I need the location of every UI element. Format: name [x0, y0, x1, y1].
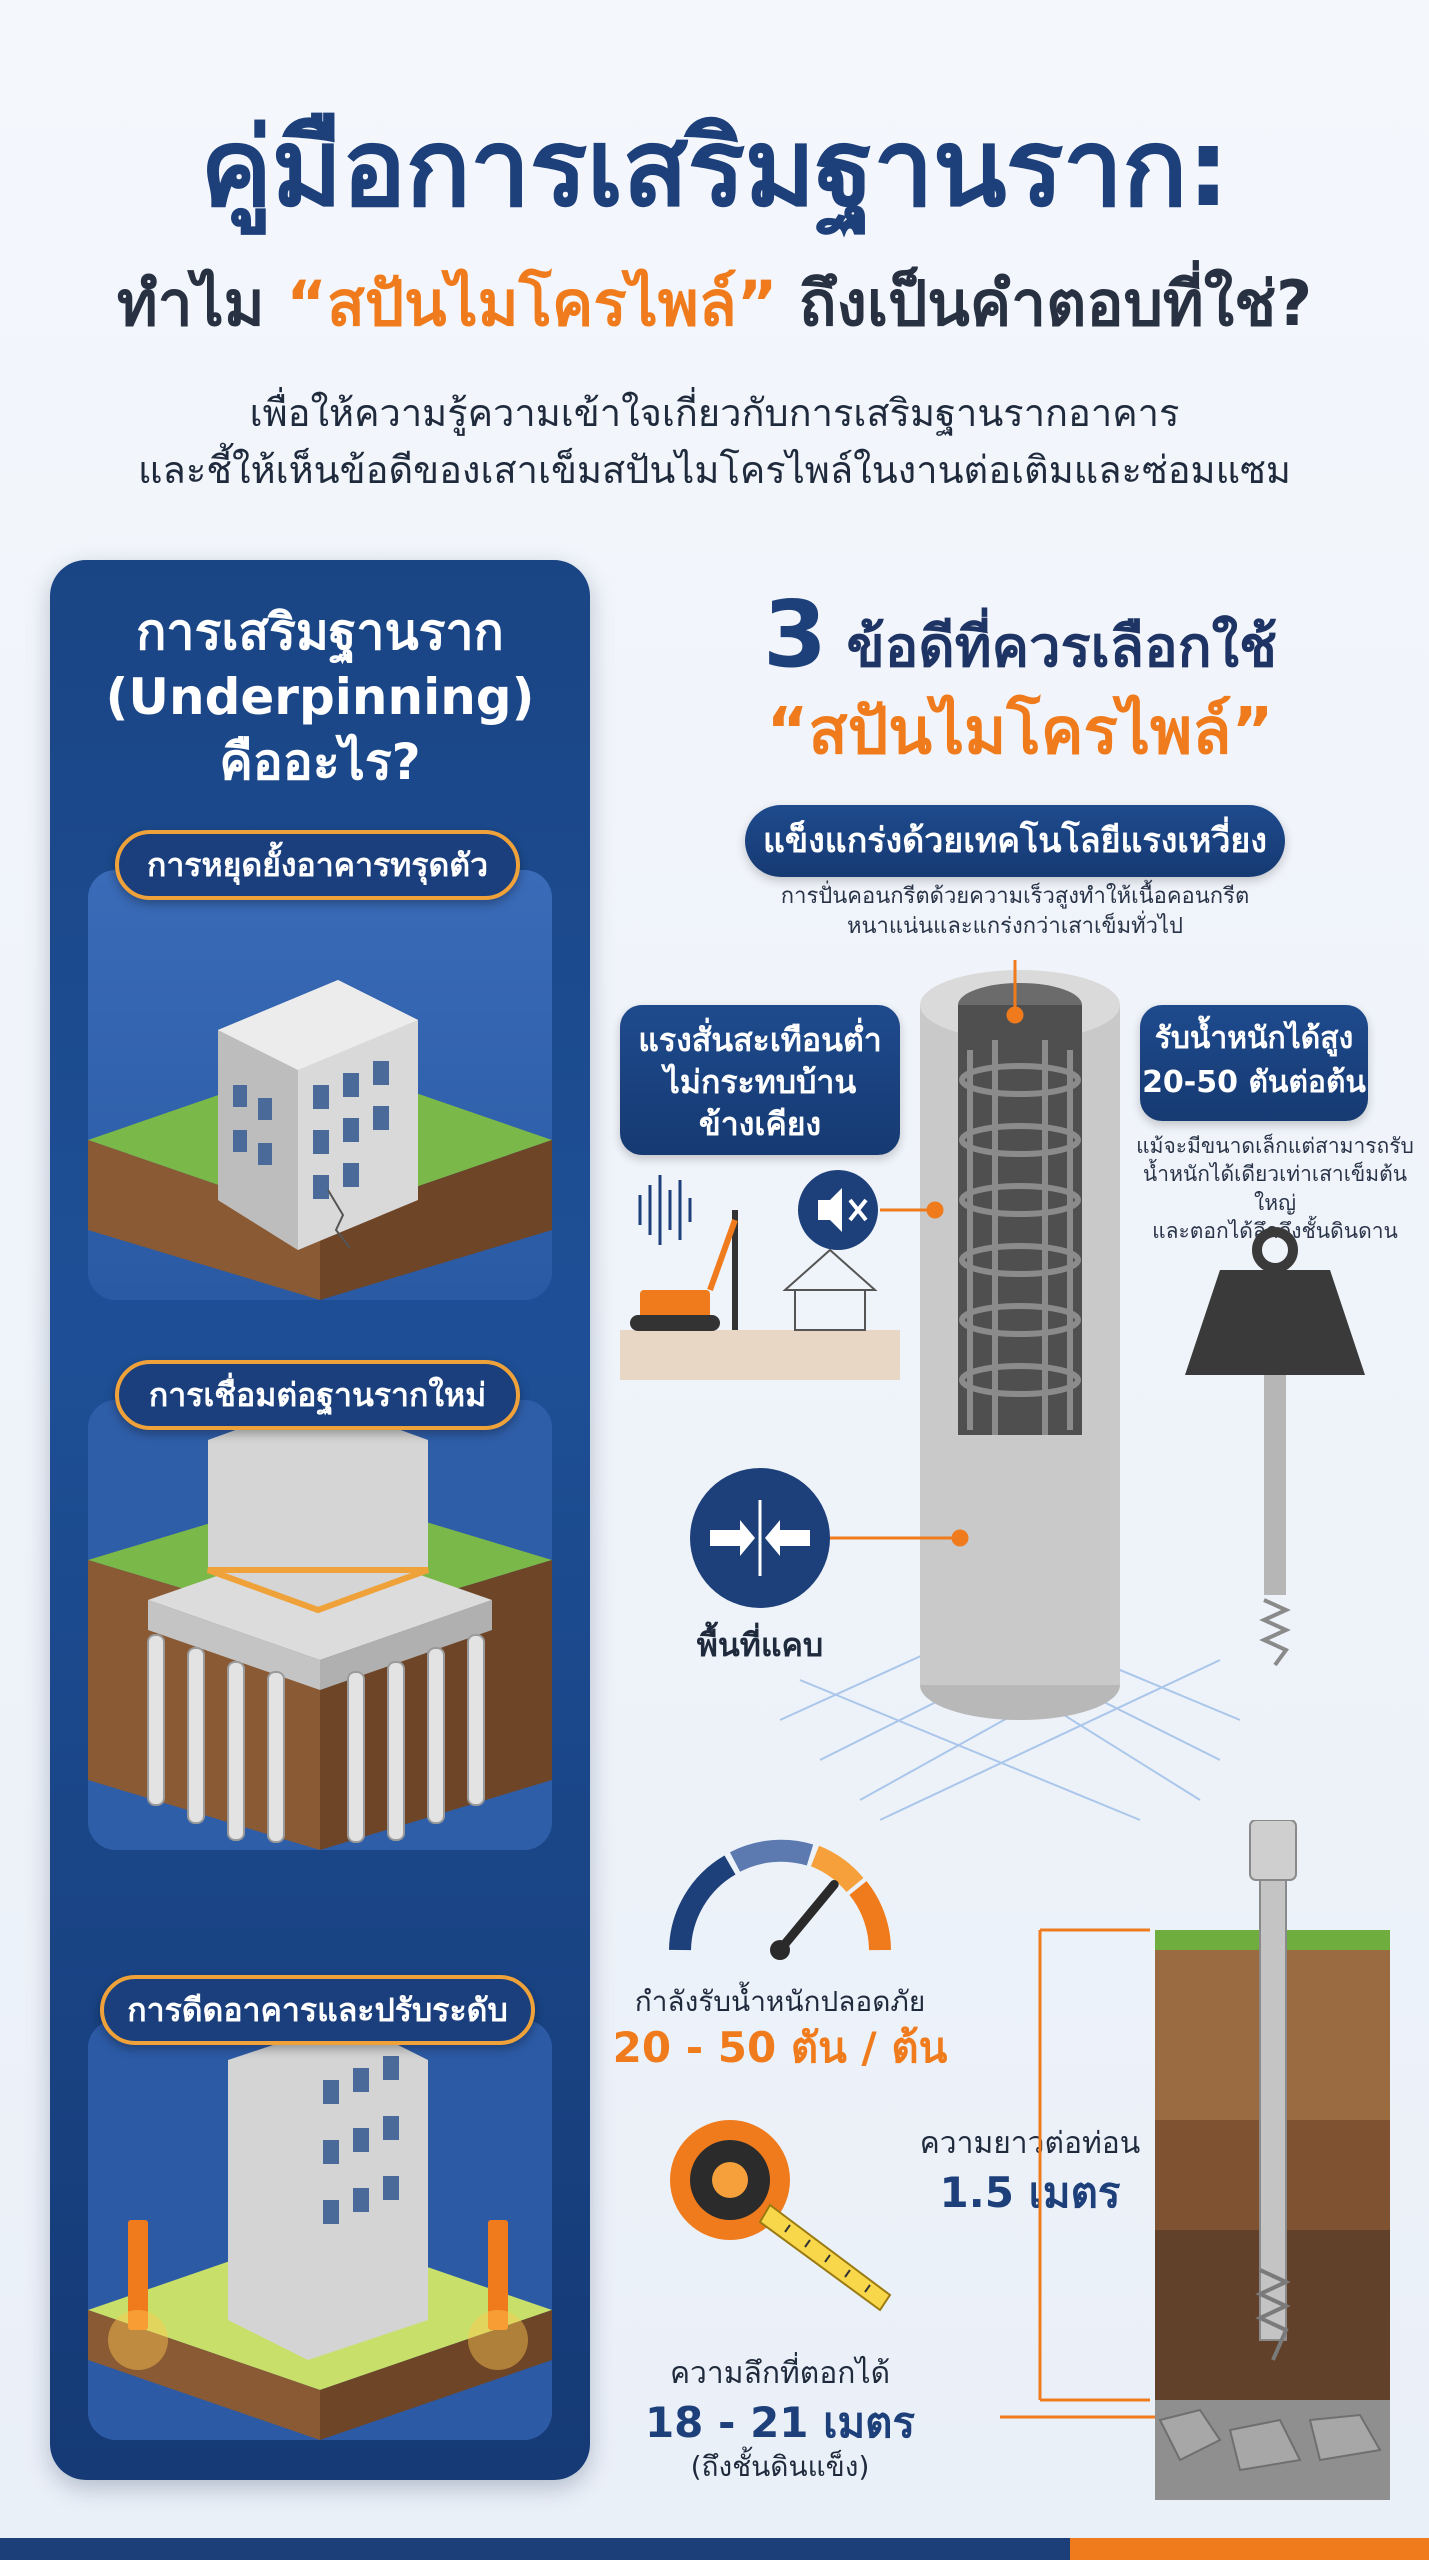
depth-label: ความลึกที่ตอกได้: [669, 2356, 891, 2391]
scene-new-foundation: [88, 1400, 552, 1850]
scene-jacking: [88, 2020, 552, 2440]
weight-icon: [1185, 1227, 1365, 1667]
feature-high-capacity: รับน้ำหนักได้สูง 20-50 ตันต่อต้น: [1140, 1005, 1368, 1121]
soil-profile-illustration: [1000, 1820, 1390, 2500]
feature-narrow-label: พื้นที่แคบ: [696, 1626, 824, 1664]
building-jacking-illustration: [88, 2020, 552, 2440]
page-title: คู่มือการเสริมฐานราก:: [200, 106, 1230, 231]
intro-text: เพื่อให้ความรู้ความเข้าใจเกี่ยวกับการเสร…: [0, 385, 1429, 499]
foundation-piles-illustration: [88, 1400, 552, 1850]
capacity-label: กำลังรับน้ำหนักปลอดภัย: [634, 1985, 926, 2018]
feature-low-vibration-line-1: แรงสั่นสะเทือนต่ำ: [638, 1021, 882, 1059]
capacity-value: 20 - 50 ตัน / ต้น: [612, 2023, 948, 2072]
advantages-highlight: “สปันไมโครไพล์”: [766, 695, 1274, 769]
depth-value: 18 - 21 เมตร: [644, 2398, 916, 2447]
feature-centrifugal-note-line-2: หนาแน่นและแกร่งกว่าเสาเข็มทั่วไป: [847, 913, 1183, 939]
underpinning-title: การเสริมฐานราก (Underpinning) คืออะไร?: [50, 600, 590, 795]
gauge-needle: [775, 1880, 839, 1955]
excavator-icon: [620, 1210, 900, 1380]
advantages-heading: 3 ข้อดีที่ควรเลือกใช้: [700, 580, 1340, 690]
feature-high-capacity-note-line-2: น้ำหนักได้เดียวเท่าเสาเข็มต้นใหญ่: [1142, 1162, 1408, 1215]
underpinning-item-1: การหยุดยั้งอาคารทรุดตัว: [115, 830, 520, 900]
micropile-feature-illustration: [620, 960, 1365, 1821]
subtitle-prefix: ทำไม: [116, 267, 265, 340]
feature-high-capacity-note: แม้จะมีขนาดเล็กแต่สามารถรับ น้ำหนักได้เด…: [1130, 1132, 1420, 1245]
scene-settlement: [88, 870, 552, 1300]
feature-centrifugal: แข็งแกร่งด้วยเทคโนโลยีแรงเหวี่ยง: [745, 805, 1285, 877]
feature-low-vibration: แรงสั่นสะเทือนต่ำ ไม่กระทบบ้าน ข้างเคียง: [620, 1005, 900, 1155]
feature-centrifugal-note-line-1: การปั่นคอนกรีตด้วยความเร็วสูงทำให้เนื้อค…: [780, 884, 1250, 909]
length-label: ความยาวต่อท่อน: [919, 2126, 1141, 2161]
feature-high-capacity-line-1: รับน้ำหนักได้สูง: [1154, 1021, 1354, 1056]
footer-accent: [1070, 2538, 1429, 2560]
vibration-wave-icon: [638, 1175, 692, 1245]
feature-high-capacity-note-line-1: แม้จะมีขนาดเล็กแต่สามารถรับ: [1136, 1134, 1414, 1158]
advantages-text: ข้อดีที่ควรเลือกใช้: [846, 615, 1278, 680]
subtitle-highlight: “สปันไมโครไพล์”: [286, 267, 778, 340]
settling-building-illustration: [88, 870, 552, 1300]
tape-measure-icon: [670, 2120, 892, 2312]
underpinning-item-2: การเชื่อมต่อฐานรากใหม่: [115, 1360, 520, 1430]
mute-icon: [798, 1170, 878, 1250]
narrow-space-icon: [690, 1468, 830, 1608]
page-subtitle: ทำไม “สปันไมโครไพล์” ถึงเป็นคำตอบที่ใช่?: [0, 267, 1429, 340]
feature-low-vibration-line-3: ข้างเคียง: [698, 1105, 822, 1143]
underpinning-title-line-2: (Underpinning): [105, 668, 535, 726]
advantages-number: 3: [762, 581, 827, 688]
capacity-gauge: [669, 1839, 891, 1960]
neighbor-house-icon: [782, 1248, 878, 1331]
intro-line-1: เพื่อให้ความรู้ความเข้าใจเกี่ยวกับการเสร…: [249, 391, 1180, 435]
micropile-icon: [1249, 1820, 1297, 2361]
depth-note: (ถึงชั้นดินแข็ง): [690, 2450, 870, 2483]
subtitle-suffix: ถึงเป็นคำตอบที่ใช่?: [799, 267, 1313, 340]
underpinning-item-3: การดีดอาคารและปรับระดับ: [100, 1975, 535, 2045]
spun-pile-icon: [920, 970, 1120, 1720]
connector-lines: [830, 960, 1024, 1547]
intro-line-2: และชี้ให้เห็นข้อดีของเสาเข็มสปันไมโครไพล…: [138, 448, 1291, 492]
feature-high-capacity-line-2: 20-50 ตันต่อต้น: [1142, 1065, 1366, 1100]
underpinning-title-line-3: คืออะไร?: [219, 733, 421, 791]
underpinning-title-line-1: การเสริมฐานราก: [136, 603, 504, 661]
feature-centrifugal-note: การปั่นคอนกรีตด้วยความเร็วสูงทำให้เนื้อค…: [735, 882, 1295, 941]
feature-low-vibration-line-2: ไม่กระทบบ้าน: [663, 1063, 857, 1101]
length-value: 1.5 เมตร: [939, 2168, 1121, 2217]
